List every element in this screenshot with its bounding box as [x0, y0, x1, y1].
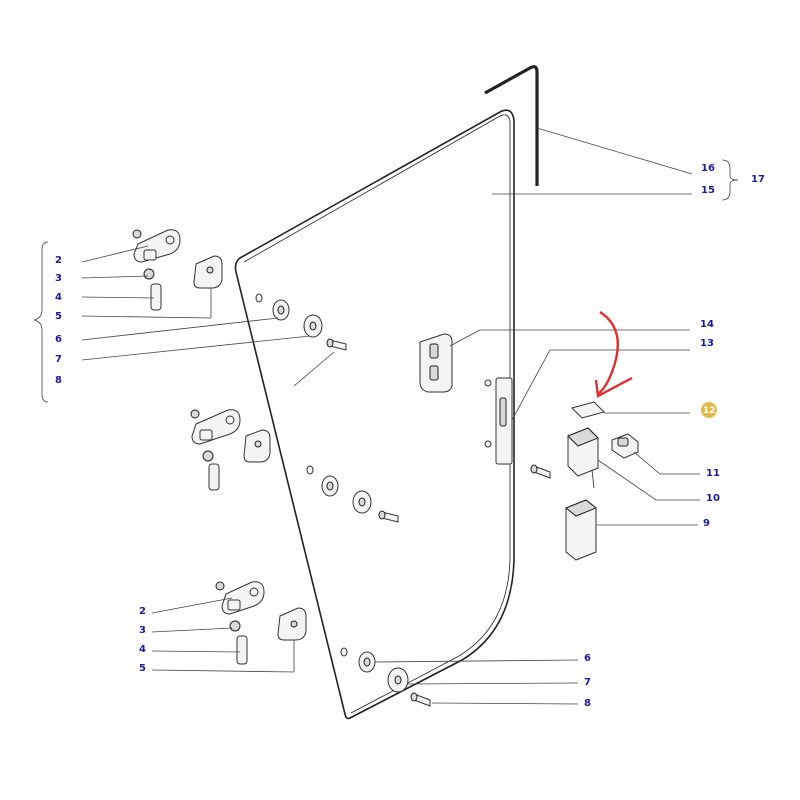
callout-17: 17 [751, 174, 765, 185]
callout-4-lower: 4 [139, 644, 146, 655]
switch-housing-10 [567, 427, 700, 501]
callout-10: 10 [706, 493, 720, 504]
callout-4-upper: 4 [55, 292, 62, 303]
door-glass-panel [234, 109, 515, 720]
callout-6-upper: 6 [55, 334, 62, 345]
callout-7-lower: 7 [584, 677, 591, 688]
callout-9: 9 [703, 518, 710, 529]
hinge-pin-lower [236, 635, 248, 665]
nut-upper [143, 268, 155, 280]
callouts: 2 3 4 5 6 7 8 2 3 4 5 6 7 8 9 10 11 12 1… [55, 163, 765, 709]
cushion-9 [565, 499, 698, 561]
seal-strip [484, 65, 539, 186]
upper-hinge-group [81, 229, 347, 387]
callout-13: 13 [700, 338, 714, 349]
callout-12-badge [701, 402, 717, 418]
nut-lower [229, 620, 241, 632]
lower-hinge-group [151, 581, 579, 707]
callout-6-lower: 6 [584, 653, 591, 664]
callout-12: 12 [703, 406, 716, 416]
nut-upper-top [132, 229, 142, 239]
latch-plate-13 [484, 349, 690, 465]
callout-11: 11 [706, 468, 720, 479]
hinge-pin-upper [150, 283, 162, 311]
callout-2-upper: 2 [55, 255, 62, 266]
latch-bracket-14 [419, 329, 690, 393]
callout-3-lower: 3 [139, 625, 146, 636]
screw-10 [530, 464, 551, 479]
callout-5-lower: 5 [139, 663, 146, 674]
red-arrow [594, 310, 633, 398]
middle-hinge-group [190, 409, 399, 523]
pad-12 [571, 401, 690, 419]
callout-2-lower: 2 [139, 606, 146, 617]
callout-16: 16 [701, 163, 715, 174]
callout-15: 15 [701, 185, 715, 196]
callout-3-upper: 3 [55, 273, 62, 284]
callout-14: 14 [700, 319, 714, 330]
nut-lower-top [215, 581, 225, 591]
washer-upper-small [255, 293, 263, 303]
callout-7-upper: 7 [55, 354, 62, 365]
switch-cap-11 [611, 433, 700, 475]
callout-5-upper: 5 [55, 311, 62, 322]
callout-8-lower: 8 [584, 698, 591, 709]
callout-8-upper: 8 [55, 375, 62, 386]
